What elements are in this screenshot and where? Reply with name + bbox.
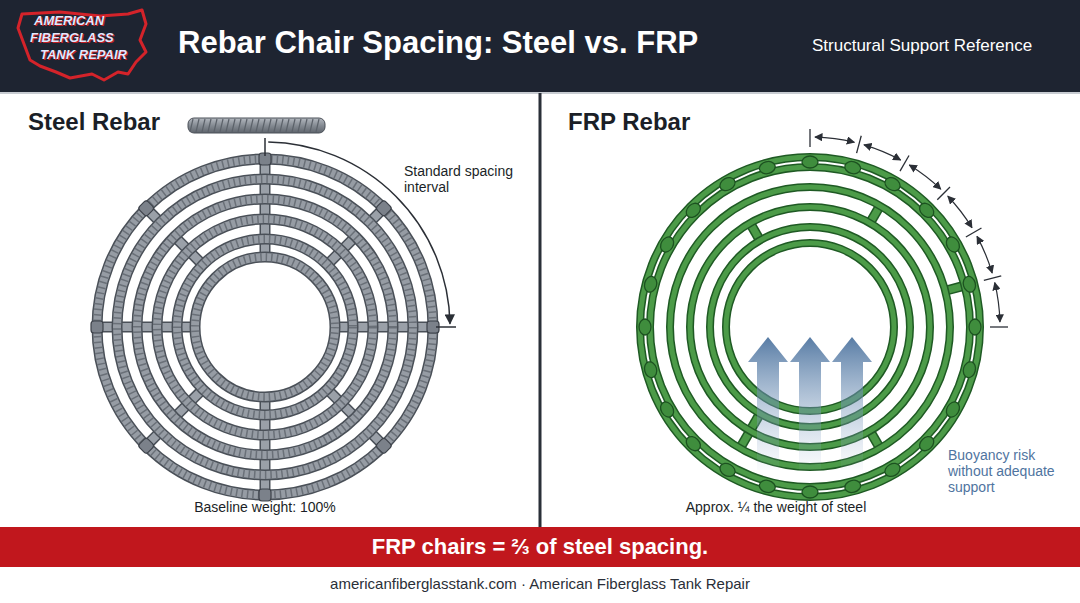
steel-rebar-sample (188, 118, 325, 133)
logo-text: FIBERGLASS (30, 31, 114, 46)
logo-outline (18, 10, 146, 80)
spacing-label: Standard spacing interval (404, 163, 529, 195)
footer-caption: americanfiberglasstank.com · American Fi… (0, 575, 1080, 592)
weight-note: Approx. ¼ the weight of steel (656, 499, 896, 515)
band-text: FRP chairs = ⅔ of steel spacing. (10, 534, 1070, 560)
spacing-dimensions (810, 129, 1008, 327)
weight-note: Baseline weight: 100% (165, 499, 365, 515)
buoyancy-arrow (832, 337, 872, 470)
header-bar (0, 0, 1080, 92)
steel-rebar-cage (91, 153, 439, 501)
panel-heading: FRP Rebar (568, 108, 1054, 136)
logo-text: AMERICAN (34, 14, 104, 29)
frp-rebar-cage (639, 156, 981, 498)
title: Rebar Chair Spacing: Steel vs. FRP (178, 25, 698, 61)
panel-divider (539, 93, 542, 527)
frp-panel: FRP Rebar (542, 94, 1080, 526)
panel-heading: Steel Rebar (28, 108, 511, 136)
buoyancy-note: Buoyancy risk without adequate support (948, 447, 1070, 495)
summary-band: FRP chairs = ⅔ of steel spacing. (0, 527, 1080, 567)
steel-panel: Steel Rebar (0, 94, 539, 526)
buoyancy-arrow (748, 337, 788, 470)
header-subtitle: Structural Support Reference (812, 36, 1032, 56)
buoyancy-arrow (790, 337, 830, 470)
logo-text: TANK REPAIR (40, 48, 127, 63)
